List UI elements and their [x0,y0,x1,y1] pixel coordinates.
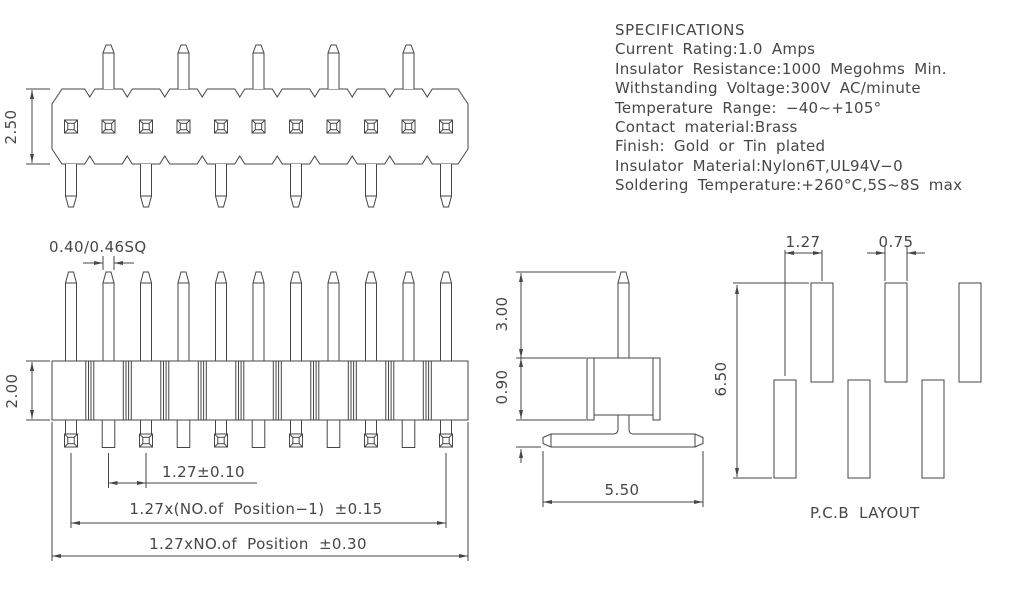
body-segment-lines [85,361,432,420]
spec-line-insulator-resistance: Insulator Resistance:1000 Megohms Min. [615,59,947,78]
smt-tails [65,419,453,448]
side-dim-lines [516,271,704,507]
dim-label-pitch: 1.27±0.10 [162,463,245,481]
lower-pins [65,163,452,208]
front-view-drawing: 0.40/0.46SQ 2.00 1.27±0.10 1.27x(NO.of P… [3,238,469,561]
insulator-body [51,360,469,421]
side-body [586,357,661,421]
dim-label-0_90: 0.90 [493,370,511,405]
spec-line-contact-material: Contact material:Brass [615,118,798,137]
dim-label-2_50: 2.50 [2,110,20,145]
dim-label-pad-width: 0.75 [879,233,914,251]
dim-label-pin-size: 0.40/0.46SQ [49,238,147,256]
smt-legs [542,415,704,448]
spec-line-insulator-material: Insulator Material:Nylon6T,UL94V−0 [615,156,904,175]
pcb-dim-lines [733,246,925,479]
dim-pitch-lines [51,422,469,561]
side-pin [617,271,630,358]
side-view-drawing: 3.00 0.90 5.50 [493,271,704,507]
top-view-drawing: 2.50 [2,44,469,208]
spec-line-temperature-range: Temperature Range: −40~+105° [615,98,882,117]
specifications-block: SPECIFICATIONS Current Rating:1.0 Amps I… [615,21,1020,196]
specifications-title: SPECIFICATIONS [615,21,746,39]
dim-label-5_50: 5.50 [605,481,640,499]
dim-label-3_00: 3.00 [493,297,511,332]
pcb-layout-drawing: 1.27 0.75 6.50 P.C.B LAYOUT [712,233,982,522]
spec-line-withstanding-voltage: Withstanding Voltage:300V AC/minute [615,79,921,98]
spec-line-soldering-temperature: Soldering Temperature:+260°C,5S~8S max [615,176,963,195]
spec-line-current-rating: Current Rating:1.0 Amps [615,40,816,59]
dim-body-height-2_00 [26,360,50,421]
front-pins [65,271,452,362]
upper-pins [102,44,415,90]
spec-line-finish: Finish: Gold or Tin plated [615,137,826,156]
dim-body-height-2_50 [26,88,50,165]
dim-label-span: 1.27x(NO.of Position−1) ±0.15 [129,500,382,518]
dim-label-pad-pitch: 1.27 [786,233,821,251]
pcb-pads-top-row [810,282,982,383]
dim-label-2_00: 2.00 [3,374,21,409]
pcb-pads-bottom-row [773,379,945,479]
dim-label-total: 1.27xNO.of Position ±0.30 [149,535,367,553]
dim-label-6_50: 6.50 [712,362,730,397]
pcb-layout-title: P.C.B LAYOUT [810,504,920,522]
dim-pin-size [83,256,134,270]
